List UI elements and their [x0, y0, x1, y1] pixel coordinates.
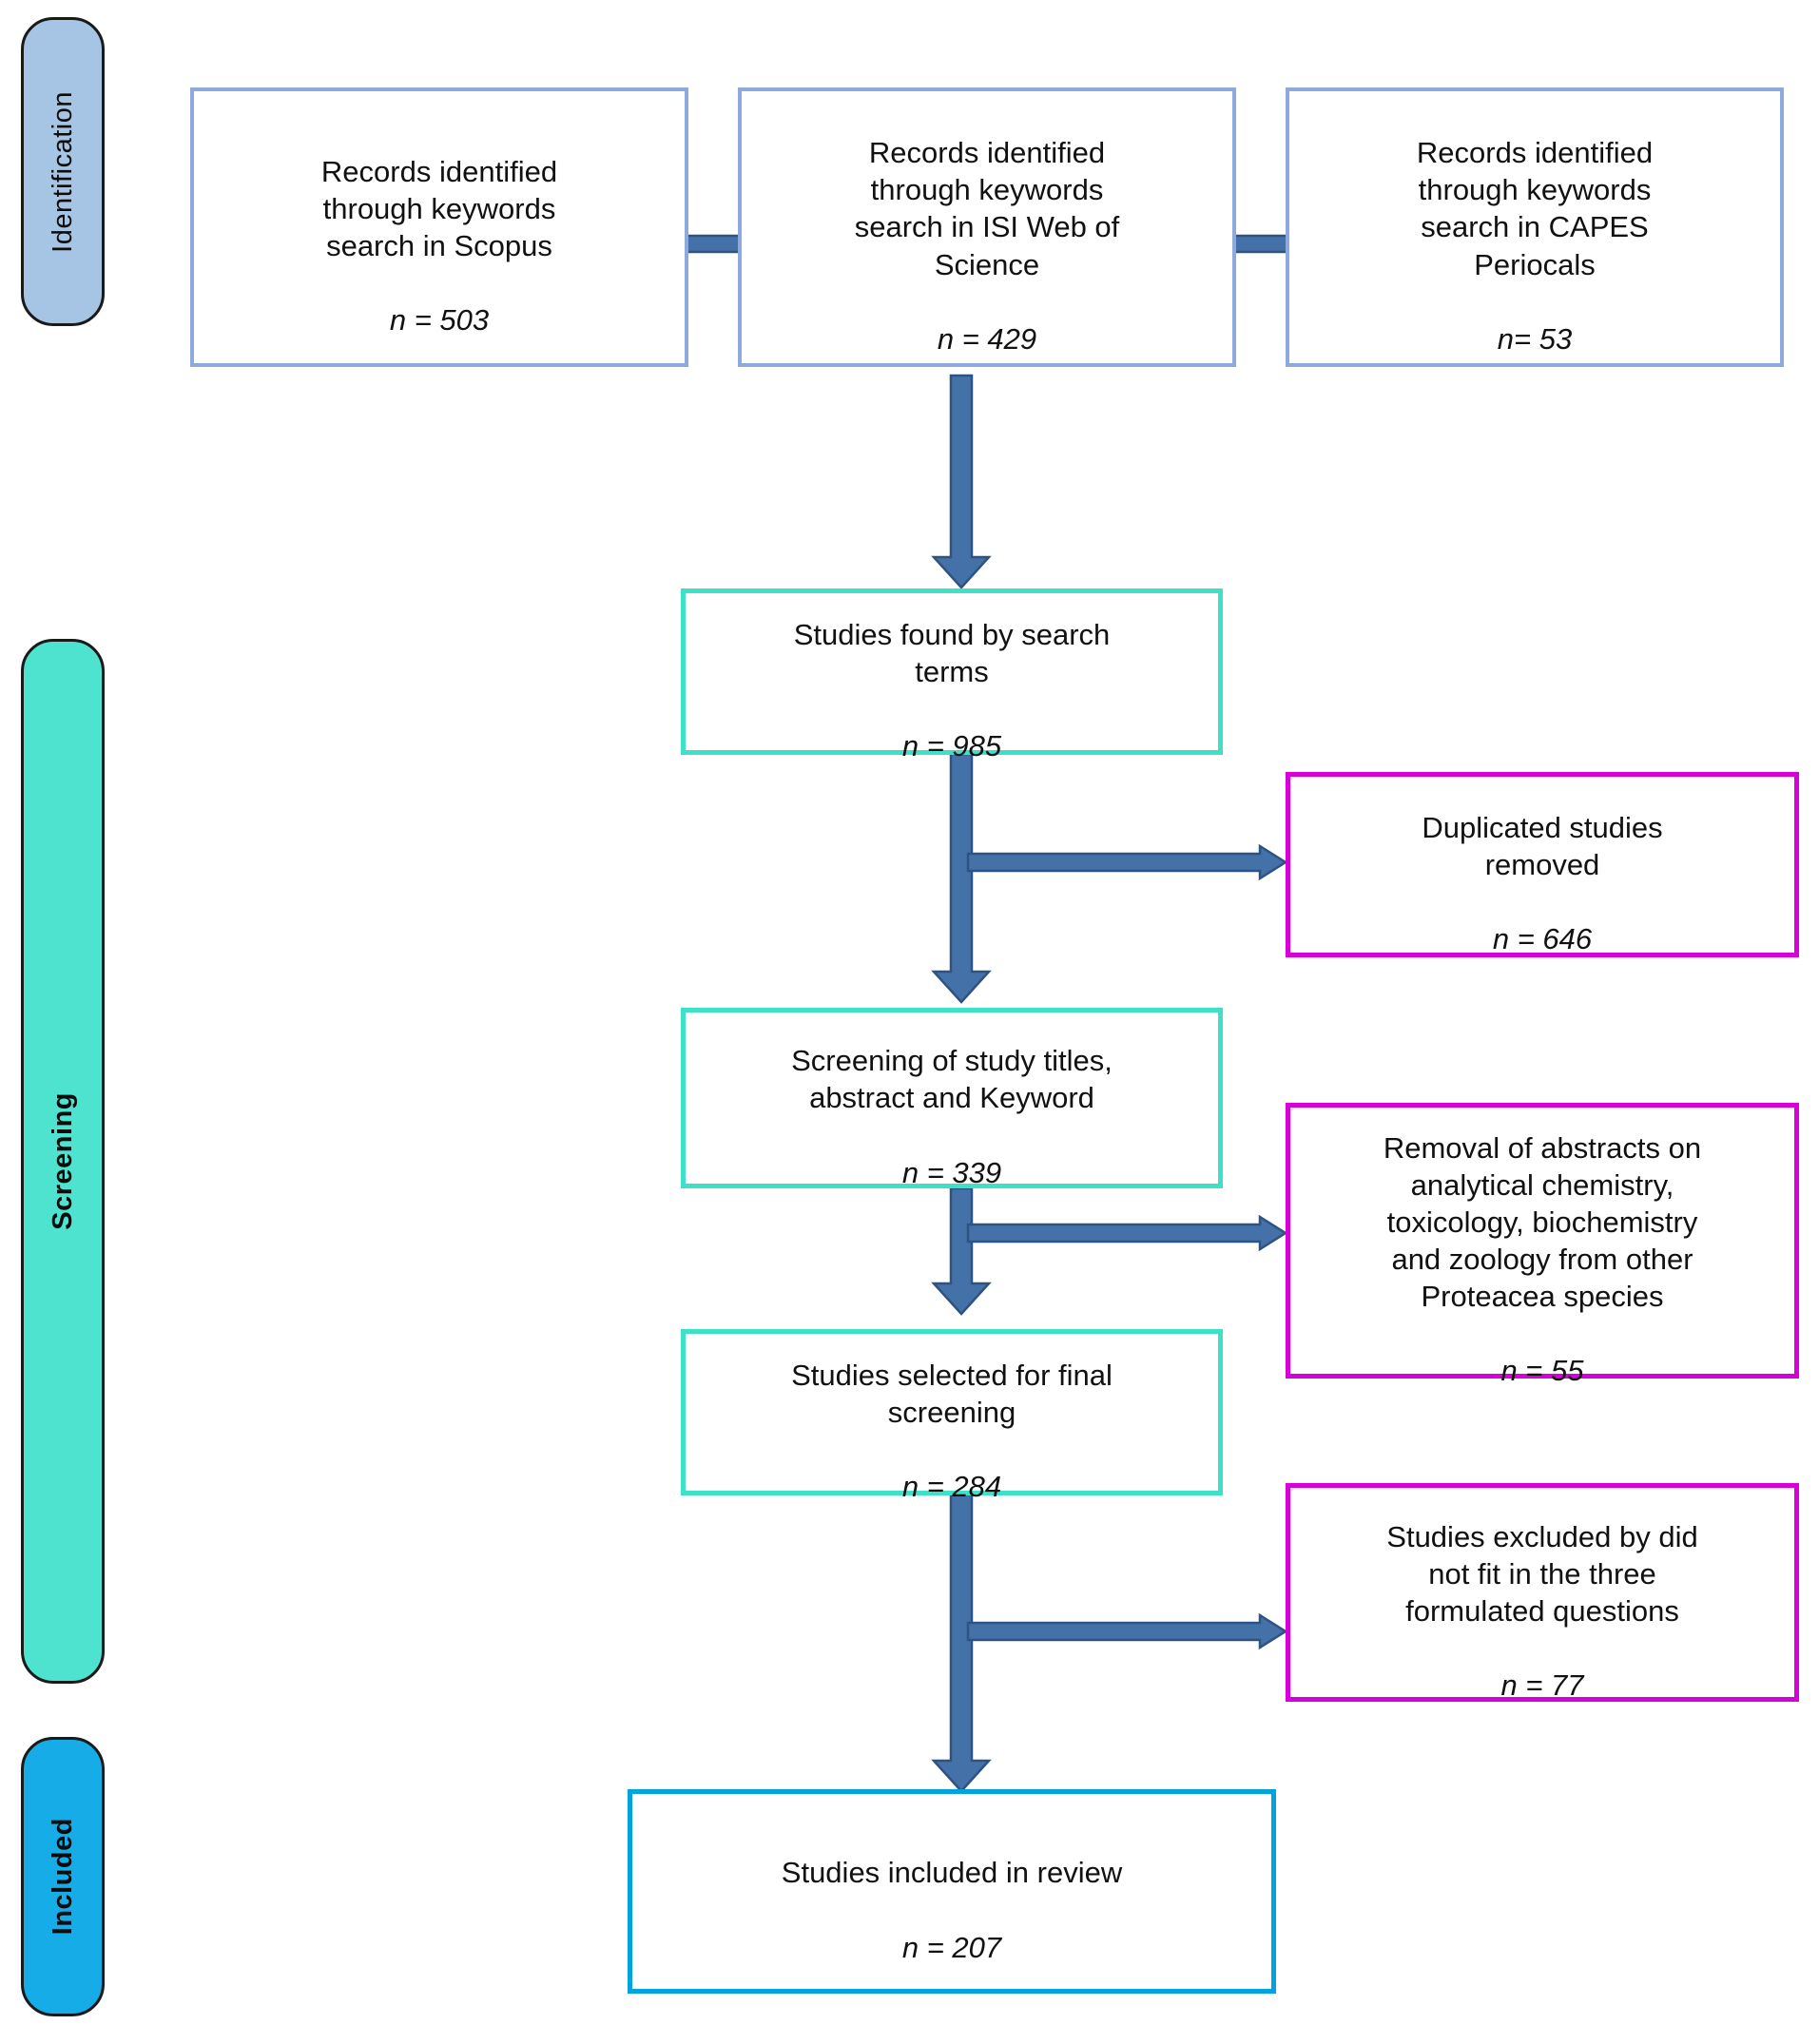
box-final-screening-n: n = 284: [901, 1470, 1002, 1504]
stage-label-included: Included: [47, 1818, 78, 1936]
stage-pill-screening: Screening: [21, 639, 105, 1684]
box-studies-found-n: n = 985: [901, 729, 1002, 763]
stage-label-identification: Identification: [47, 90, 78, 253]
box-studies-included-in-review[interactable]: Studies included in review n = 207: [628, 1789, 1276, 1994]
box-removal-abstracts-text: Removal of abstracts on analytical chemi…: [1383, 1130, 1702, 1388]
box-duplicates-text: Duplicated studies removed n = 646: [1422, 810, 1663, 956]
box-studies-excluded[interactable]: Studies excluded by did not fit in the t…: [1286, 1483, 1799, 1702]
connector-found-to-duplicates: [966, 843, 1288, 881]
box-removal-of-abstracts[interactable]: Removal of abstracts on analytical chemi…: [1286, 1103, 1799, 1387]
box-screening-titles-text: Screening of study titles, abstract and …: [791, 1044, 1113, 1189]
box-isi-text: Records identified through keywords sear…: [854, 136, 1120, 356]
box-capes-n: n= 53: [1497, 321, 1573, 356]
box-capes-periocals[interactable]: Records identified through keywords sear…: [1286, 87, 1784, 367]
box-included-review-n: n = 207: [901, 1930, 1002, 1964]
connector-scopus-to-isi: [683, 234, 744, 254]
box-screening-titles-n: n = 339: [901, 1155, 1002, 1189]
box-scopus-n: n = 503: [389, 303, 490, 337]
box-final-screening-text: Studies selected for final screening n =…: [791, 1358, 1113, 1504]
box-isi-web-of-science[interactable]: Records identified through keywords sear…: [738, 87, 1236, 367]
box-excluded-questions-n: n = 77: [1500, 1668, 1584, 1703]
box-duplicates-n: n = 646: [1492, 922, 1593, 956]
stage-pill-included: Included: [21, 1737, 105, 2016]
connector-isi-to-capes: [1230, 234, 1291, 254]
stage-label-screening: Screening: [47, 1092, 78, 1230]
stage-pill-identification: Identification: [21, 17, 105, 326]
box-scopus-text: Records identified through keywords sear…: [320, 154, 558, 337]
connector-screening-to-removal: [966, 1214, 1288, 1252]
box-duplicated-studies-removed[interactable]: Duplicated studies removed n = 646: [1286, 772, 1799, 957]
box-capes-text: Records identified through keywords sear…: [1416, 136, 1654, 356]
connector-final-to-included: [931, 1492, 992, 1793]
box-included-review-text: Studies included in review n = 207: [781, 1856, 1123, 1964]
box-removal-abstracts-n: n = 55: [1500, 1354, 1584, 1388]
box-isi-n: n = 429: [937, 321, 1037, 356]
connector-found-to-screening: [931, 752, 992, 1004]
box-studies-selected-final-screening[interactable]: Studies selected for final screening n =…: [681, 1329, 1223, 1503]
connector-screening-to-final: [931, 1186, 992, 1316]
box-screening-of-titles[interactable]: Screening of study titles, abstract and …: [681, 1008, 1223, 1189]
connector-isi-to-found: [931, 374, 992, 589]
box-studies-found[interactable]: Studies found by search terms n = 985: [681, 588, 1223, 762]
box-scopus[interactable]: Records identified through keywords sear…: [190, 87, 688, 367]
box-excluded-questions-text: Studies excluded by did not fit in the t…: [1386, 1519, 1698, 1703]
box-studies-found-text: Studies found by search terms n = 985: [793, 617, 1111, 763]
connector-final-to-excluded: [966, 1612, 1288, 1650]
